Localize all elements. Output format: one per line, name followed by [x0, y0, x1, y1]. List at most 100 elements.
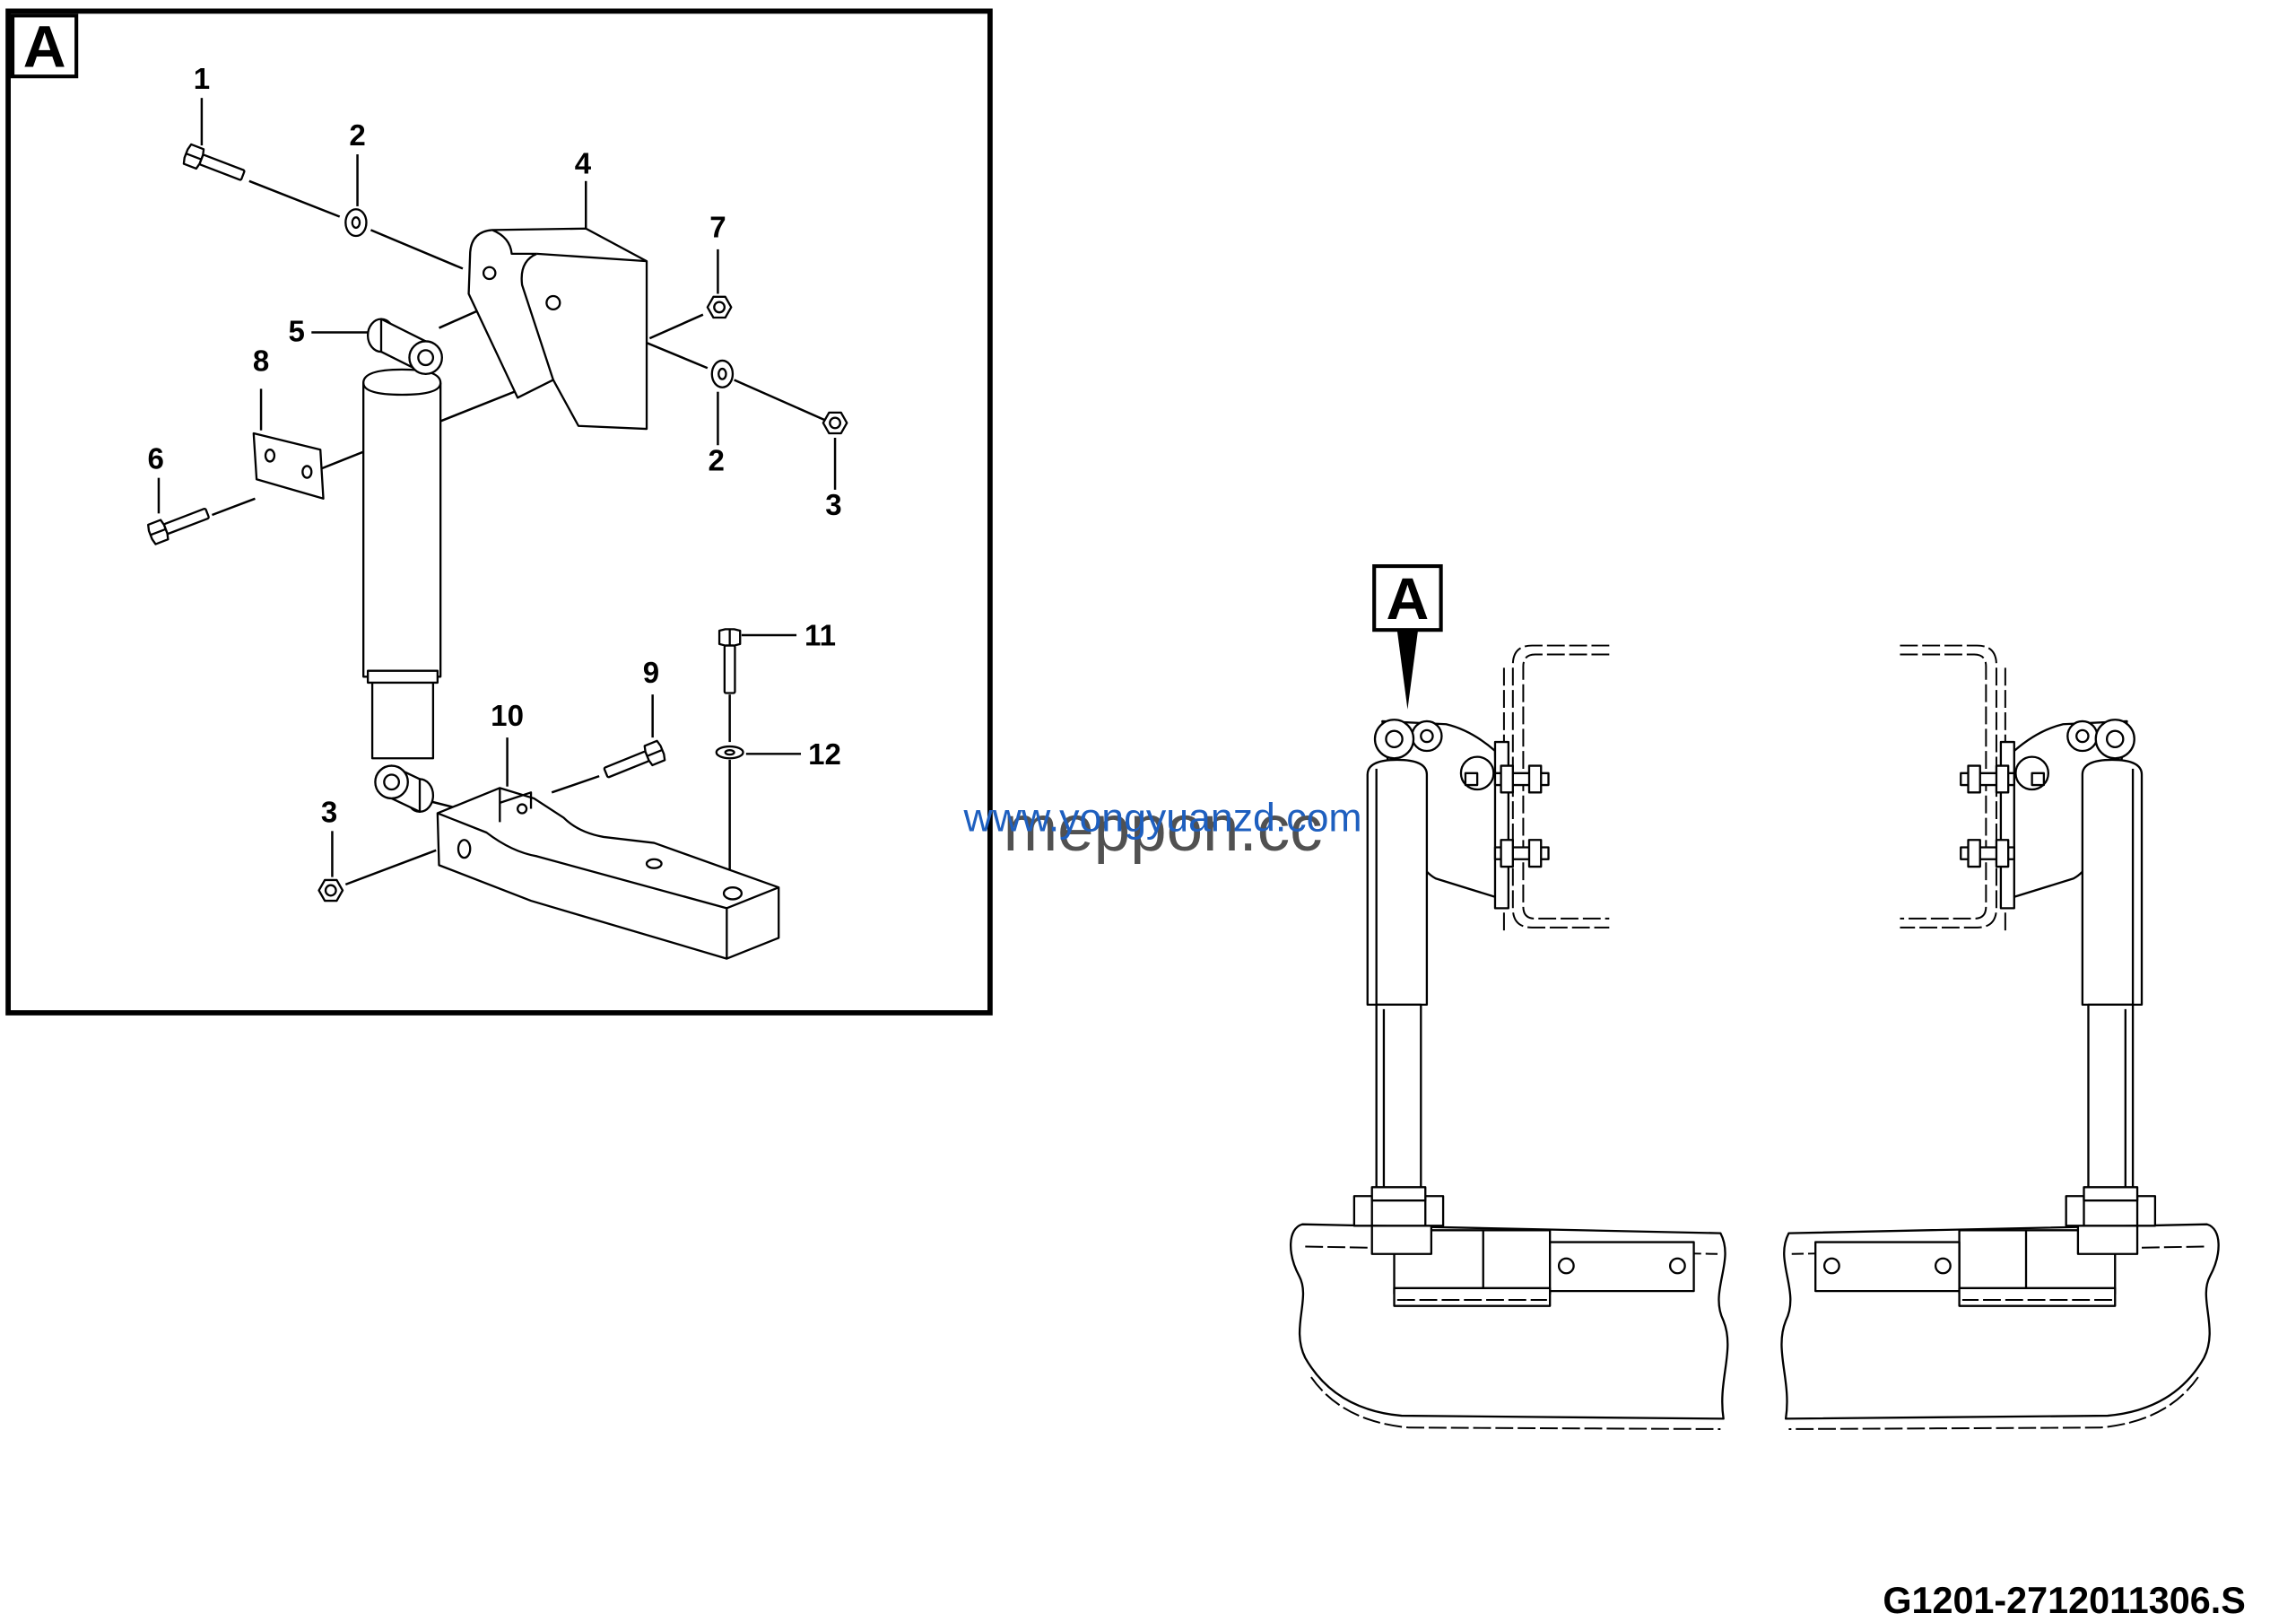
bracket-front-hole — [545, 294, 561, 311]
bolt-head-edge — [647, 748, 663, 757]
detail-view-frame — [5, 8, 993, 1016]
bolt-nut — [1527, 764, 1543, 794]
upper-eye-bushing-5 — [366, 318, 443, 376]
clamp-hole — [1557, 1257, 1575, 1275]
right-shock-assembly — [1780, 644, 2220, 1431]
axis-line — [212, 497, 256, 517]
bolt-shaft — [603, 750, 650, 779]
callout-2-upper: 2 — [349, 119, 365, 153]
bolt-shaft — [723, 644, 736, 694]
frame-rail-channel — [1502, 644, 1610, 932]
callout-3-upper: 3 — [825, 489, 841, 522]
left-shock-assembly — [1290, 644, 1729, 1430]
callout-11: 11 — [804, 620, 836, 653]
bracket-back-hole — [482, 266, 497, 281]
callout-pointer — [1396, 631, 1418, 710]
axis-line — [648, 313, 704, 340]
callout-box — [1372, 563, 1443, 632]
plate-hole — [301, 465, 313, 479]
lower-bracket-clevis — [499, 788, 533, 823]
drawing-number: G1201-2712011306.S — [1883, 1580, 2245, 1621]
shock-absorber — [1366, 719, 1443, 1202]
callout-1: 1 — [194, 63, 210, 96]
bolt-6 — [147, 507, 210, 545]
shock-lower-bolt-head — [1352, 1195, 1373, 1227]
plate-8 — [252, 432, 325, 500]
nut-hole — [324, 884, 337, 897]
lower-bracket-front-edge — [437, 812, 779, 910]
frame-bolt-upper — [1464, 764, 1550, 794]
shock-collar — [366, 669, 439, 685]
bolt-11 — [718, 628, 742, 694]
bolt-head — [1464, 772, 1479, 787]
bolt-nut — [1500, 839, 1514, 868]
detail-view-a: A — [5, 8, 993, 1016]
shock-lower-bracket-10 — [436, 787, 780, 960]
bolt-1 — [182, 143, 246, 181]
bolt-head-edge — [150, 528, 167, 536]
callout-4: 4 — [575, 148, 592, 181]
bushing-hole — [383, 773, 401, 791]
nut-hole — [829, 416, 842, 430]
callout-9: 9 — [643, 657, 659, 690]
washer-12 — [715, 745, 744, 760]
bolt-shaft — [198, 153, 246, 181]
callout-5: 5 — [289, 315, 305, 348]
callout-3-lower: 3 — [321, 796, 337, 829]
bolt-9 — [603, 739, 666, 779]
frame-rail-inner — [1522, 653, 1610, 920]
nut-3-lower — [317, 878, 344, 903]
clamp-hole — [1668, 1257, 1686, 1275]
shock-lower-tube — [370, 676, 435, 760]
shock-upper-bracket — [467, 227, 648, 431]
shock-dust-cover-top-edge — [362, 382, 442, 397]
shock-dust-cover — [1366, 758, 1429, 1007]
bracket-outline — [467, 227, 648, 431]
washer-2-lower — [710, 359, 735, 388]
bracket-front-plate-top-edge — [536, 252, 648, 263]
frame-rail-outer — [1511, 644, 1610, 929]
bolt-head-edge — [186, 153, 202, 161]
bushing-hole — [417, 349, 435, 367]
callout-numbers: 1 2 4 7 5 8 6 2 3 11 9 10 12 3 — [147, 63, 841, 829]
detail-view-label-box — [10, 13, 79, 79]
watermark-overlay: meppon.cc — [1004, 792, 1323, 865]
shock-upper-eye-hole — [1385, 729, 1404, 749]
bolt-nut — [1500, 764, 1514, 794]
washer-hole — [724, 749, 735, 756]
callout-10: 10 — [491, 700, 524, 733]
bracket-front-plate-edge — [520, 252, 554, 380]
nut-hole — [713, 301, 726, 314]
shock-absorber-detail — [362, 318, 443, 813]
assembly-view-callout: A — [1372, 563, 1443, 710]
axis-line — [734, 379, 825, 422]
shock-pivot-hole — [1420, 728, 1434, 744]
axis-line — [248, 179, 341, 218]
washer-2-upper — [344, 208, 368, 238]
shock-collar — [1370, 1186, 1427, 1202]
callout-7: 7 — [709, 212, 726, 245]
lower-bracket-outline — [436, 787, 780, 960]
bolt-nut — [1527, 839, 1543, 868]
axis-line — [370, 229, 464, 270]
nut-7 — [706, 295, 733, 319]
callout-6: 6 — [147, 443, 163, 476]
bracket-back-plate-edge — [491, 229, 537, 256]
detail-view-label: A — [23, 13, 66, 80]
bolt-shaft — [163, 507, 210, 535]
nut-3-upper — [822, 411, 848, 435]
lower-bracket-side-hole — [457, 839, 472, 859]
callout-2-lower: 2 — [709, 444, 725, 477]
lower-bracket-clevis-hole — [517, 803, 528, 815]
watermark-url: www.yongyuanzd.com — [962, 796, 1361, 840]
frame-bolt-lower — [1493, 839, 1550, 868]
axis-line — [344, 849, 437, 886]
shock-lower-mount — [1370, 1225, 1433, 1255]
callout-letter: A — [1387, 566, 1430, 632]
axle-beam-hidden-line — [1310, 1376, 1721, 1430]
callout-leader-lines — [157, 98, 837, 877]
lower-bracket-end-hole — [722, 886, 744, 901]
washer-hole — [718, 367, 727, 380]
plate-hole — [264, 449, 276, 463]
clamp-base-plate — [1393, 1286, 1552, 1307]
